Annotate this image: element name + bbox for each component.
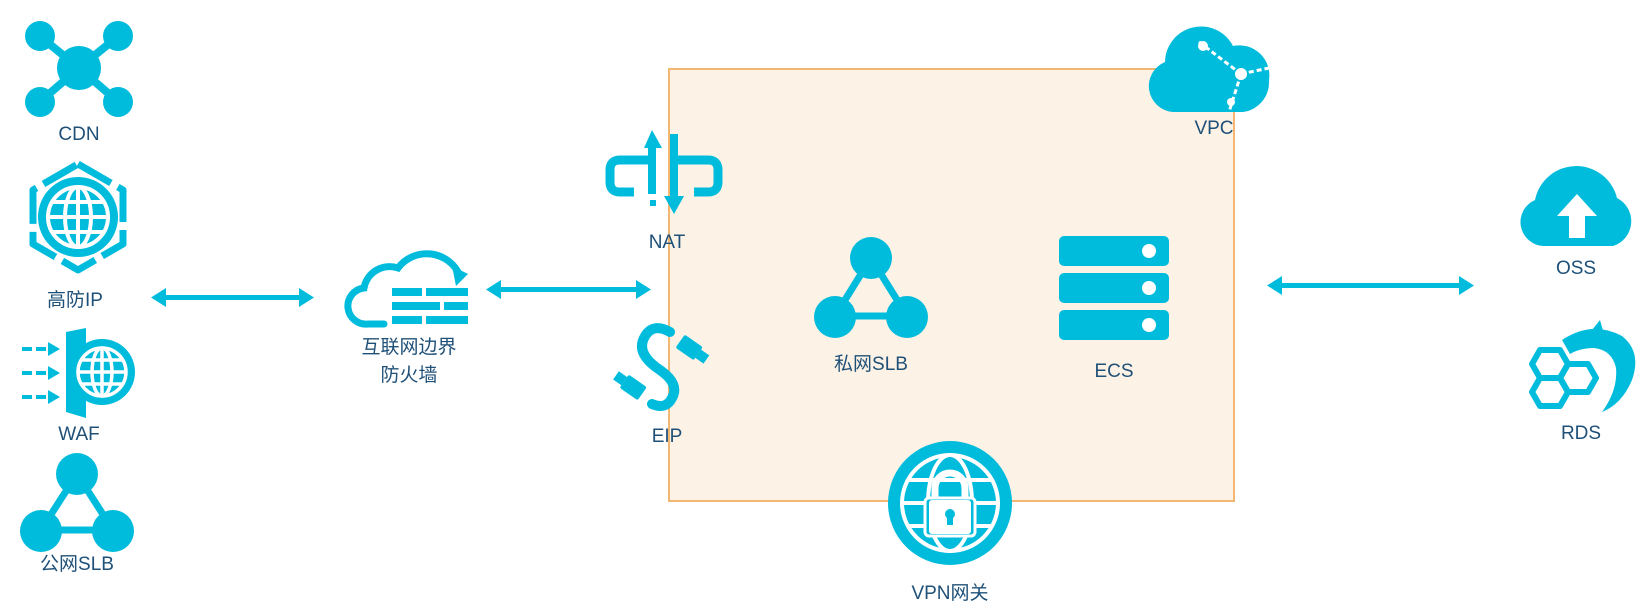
- private-slb-label: 私网SLB: [834, 354, 908, 375]
- cloud-firewall-icon: [344, 240, 476, 337]
- waf-globe-icon: [20, 328, 138, 423]
- firewall-label-line1: 互联网边界: [361, 337, 457, 358]
- nat-gateway-icon: [604, 128, 724, 227]
- eip-label: EIP: [651, 426, 683, 447]
- oss-cloud-upload-icon: [1517, 158, 1635, 253]
- rds-label: RDS: [1560, 423, 1602, 444]
- arrow-vpc-to-storage: [1267, 276, 1474, 295]
- vpc-label: VPC: [1194, 118, 1234, 139]
- rds-dolphin-icon: [1522, 320, 1640, 421]
- vpn-gateway-label: VPN网关: [911, 583, 989, 604]
- anti-ddos-ip-label: 高防IP: [47, 290, 103, 311]
- waf-label: WAF: [58, 424, 100, 445]
- oss-label: OSS: [1555, 258, 1597, 279]
- globe-shield-icon: [19, 158, 137, 281]
- nat-label: NAT: [648, 232, 686, 253]
- slb-triangle-icon: [19, 452, 135, 559]
- arrow-edge-to-firewall: [151, 288, 314, 307]
- slb-triangle-icon: [813, 236, 929, 345]
- cdn-network-icon: [20, 18, 138, 123]
- firewall-label-line2: 防火墙: [380, 365, 438, 386]
- vpn-lock-globe-icon: [887, 440, 1013, 571]
- public-slb-label: 公网SLB: [40, 554, 114, 575]
- arrow-firewall-to-vpc: [486, 280, 651, 299]
- vpc-cloud-icon: [1143, 24, 1271, 121]
- ecs-label: ECS: [1094, 361, 1134, 382]
- server-stack-icon: [1057, 234, 1171, 347]
- eip-link-icon: [608, 318, 718, 423]
- cdn-label: CDN: [58, 124, 100, 145]
